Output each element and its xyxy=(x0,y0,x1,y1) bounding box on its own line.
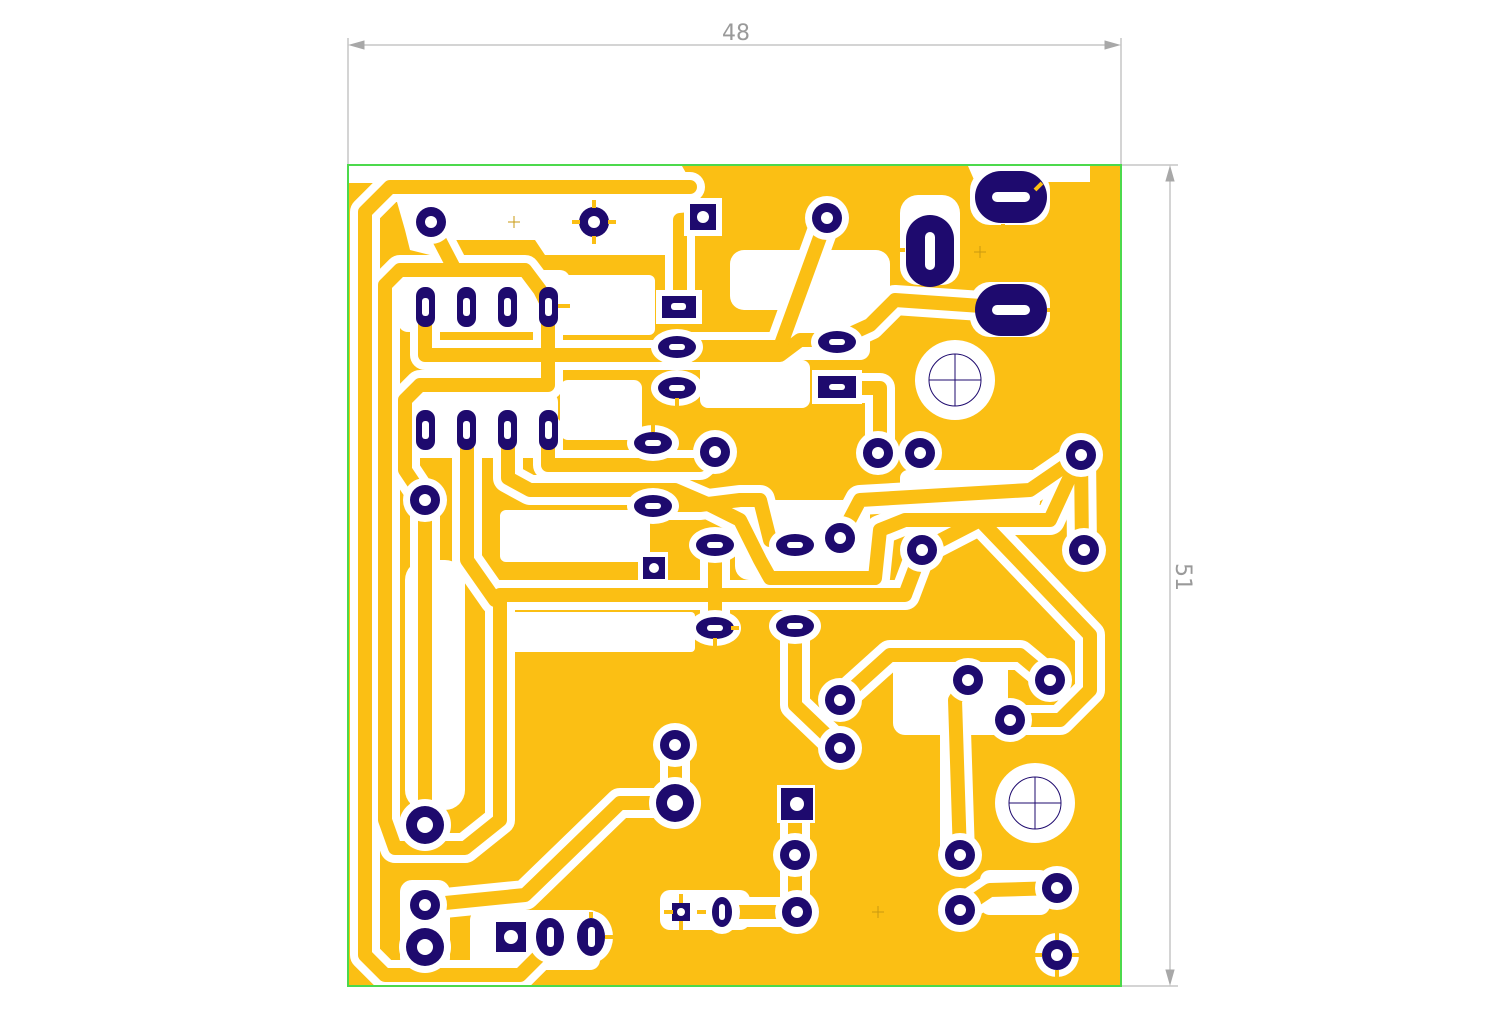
mounting-hole-lower xyxy=(1002,770,1068,836)
board-outline xyxy=(347,164,1122,987)
mounting-hole-upper xyxy=(922,347,988,413)
dimension-width xyxy=(347,38,1122,165)
thermal-spokes xyxy=(558,181,1080,978)
height-dimension-label: 51 xyxy=(1170,563,1195,591)
dimension-height xyxy=(1121,164,1178,987)
drill-holes xyxy=(417,192,1090,961)
crosshair-markers xyxy=(508,216,986,918)
width-dimension-label: 48 xyxy=(722,21,750,46)
